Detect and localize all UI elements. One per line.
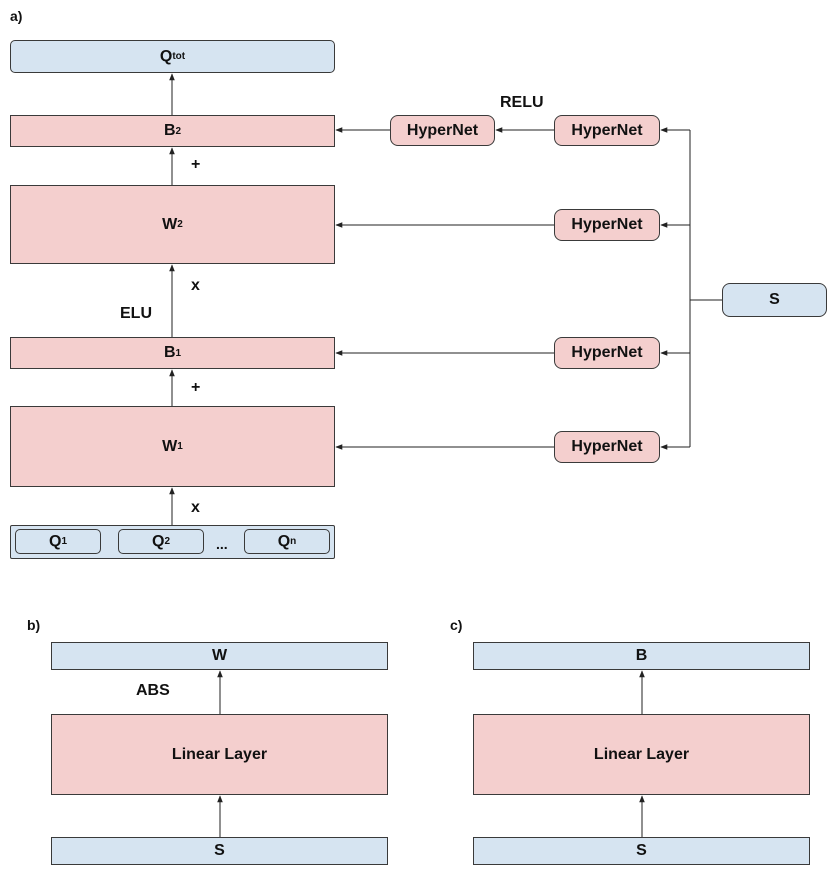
b-s-input-box: S [51, 837, 388, 865]
b2-main: B [163, 122, 176, 139]
b1-sub: 1 [175, 347, 182, 359]
c-linear-layer-box: Linear Layer [473, 714, 810, 795]
hypernet-w1-box: HyperNet [554, 431, 660, 463]
b1-main: B [163, 344, 176, 361]
input-q1-sub: 1 [61, 536, 67, 547]
panel-a-label: a) [10, 8, 23, 24]
inputs-ellipsis: ... [216, 536, 228, 552]
b-linear-layer-box: Linear Layer [51, 714, 388, 795]
plus-top-label: + [191, 156, 201, 173]
w1-main: W [162, 437, 178, 455]
b-w-output-box: W [51, 642, 388, 670]
times-bottom-label: x [191, 499, 200, 516]
w2-main: W [162, 215, 178, 233]
hypernet-w2-box: HyperNet [554, 209, 660, 241]
input-q1-main: Q [48, 532, 62, 550]
elu-label: ELU [120, 305, 152, 322]
abs-label: ABS [136, 682, 170, 699]
hypernet-b1-box: HyperNet [554, 337, 660, 369]
plus-bottom-label: + [191, 379, 201, 396]
input-qn-sub: n [290, 536, 297, 547]
qtot-main: Q [159, 47, 173, 65]
hypernet-b2-box: HyperNet [554, 115, 660, 146]
w2-sub: 2 [177, 219, 183, 230]
c-s-input-box: S [473, 837, 810, 865]
state-box: S [722, 283, 827, 317]
panel-c-label: c) [450, 617, 463, 633]
b2-sub: 2 [175, 125, 182, 137]
input-q2-main: Q [151, 532, 165, 550]
panel-b-label: b) [27, 617, 41, 633]
w1-sub: 1 [177, 441, 183, 452]
hypernet-relu-box: HyperNet [390, 115, 495, 146]
times-top-label: x [191, 277, 200, 294]
input-qn-main: Q [277, 532, 291, 550]
qtot-sub: tot [172, 51, 186, 62]
input-q2-sub: 2 [164, 536, 170, 547]
c-b-output-box: B [473, 642, 810, 670]
relu-label: RELU [500, 94, 544, 111]
